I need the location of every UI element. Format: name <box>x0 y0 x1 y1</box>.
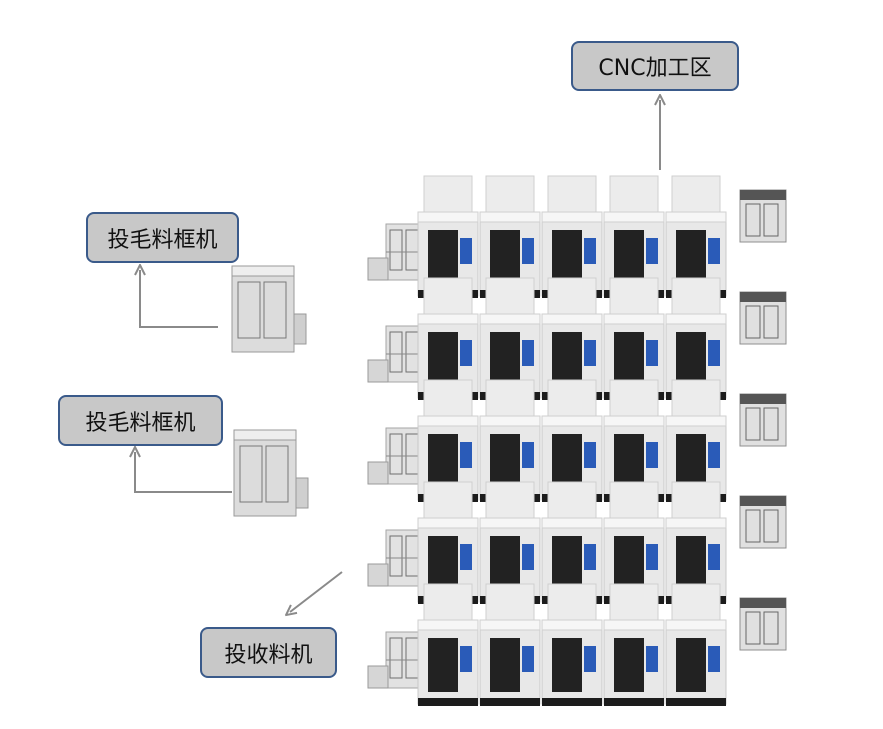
feeder-machine-mid <box>233 429 309 517</box>
arrow-collector <box>290 571 343 612</box>
arrow-feeder-mid <box>135 452 232 493</box>
arrow-feeder-top <box>140 270 218 328</box>
collector-label: 投收料机 <box>200 627 337 678</box>
feeder-mid-label: 投毛料框机 <box>58 395 223 446</box>
feeder-top-label: 投毛料框机 <box>86 212 239 263</box>
feeder-machine-top <box>231 265 307 353</box>
cnc-zone-label: CNC加工区 <box>571 41 739 91</box>
